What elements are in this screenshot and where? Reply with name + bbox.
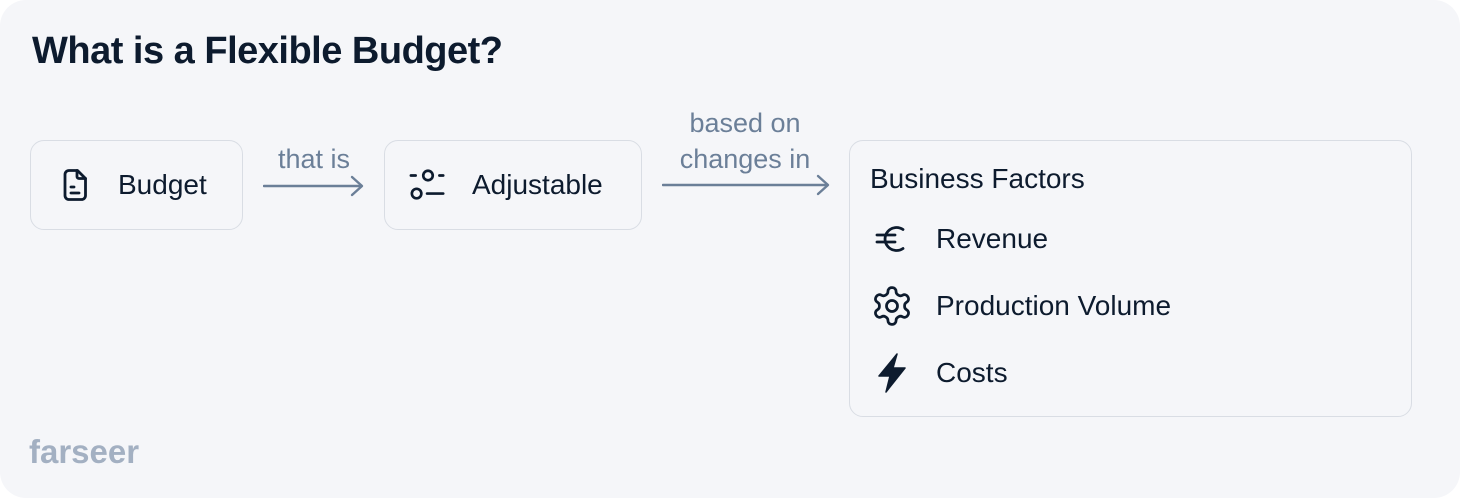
euro-icon xyxy=(870,217,914,261)
node-label: Adjustable xyxy=(472,169,603,200)
factor-item-costs: Costs xyxy=(870,351,1008,395)
adjust-sliders-icon xyxy=(409,166,447,204)
factor-label: Costs xyxy=(936,357,1008,388)
business-factors-title: Business Factors xyxy=(870,163,1085,194)
edge-label-line-2: changes in xyxy=(679,144,811,174)
page-title: What is a Flexible Budget? xyxy=(32,30,503,72)
node-adjustable: Adjustable xyxy=(384,140,642,230)
factor-label: Production Volume xyxy=(936,290,1172,321)
factor-item-revenue: Revenue xyxy=(870,217,1048,261)
arrow-right-icon xyxy=(263,175,364,197)
node-budget: Budget xyxy=(30,140,243,230)
factor-item-production-volume: Production Volume xyxy=(870,284,1171,328)
arrow-right-icon xyxy=(662,174,830,196)
edge-label-text: that is xyxy=(277,144,351,174)
edge-label-line-1: based on xyxy=(689,108,801,138)
lightning-bolt-icon xyxy=(870,351,914,395)
business-factors-box: Business Factors Revenue Production Volu… xyxy=(849,140,1412,417)
gear-icon xyxy=(870,284,914,328)
document-icon xyxy=(56,166,94,204)
node-label: Budget xyxy=(118,169,207,200)
edge-label-based-on-changes-in: based on changes in xyxy=(660,105,830,177)
brand-logo: farseer xyxy=(29,433,140,470)
edge-label-that-is: that is xyxy=(262,141,366,177)
factor-label: Revenue xyxy=(936,223,1049,254)
